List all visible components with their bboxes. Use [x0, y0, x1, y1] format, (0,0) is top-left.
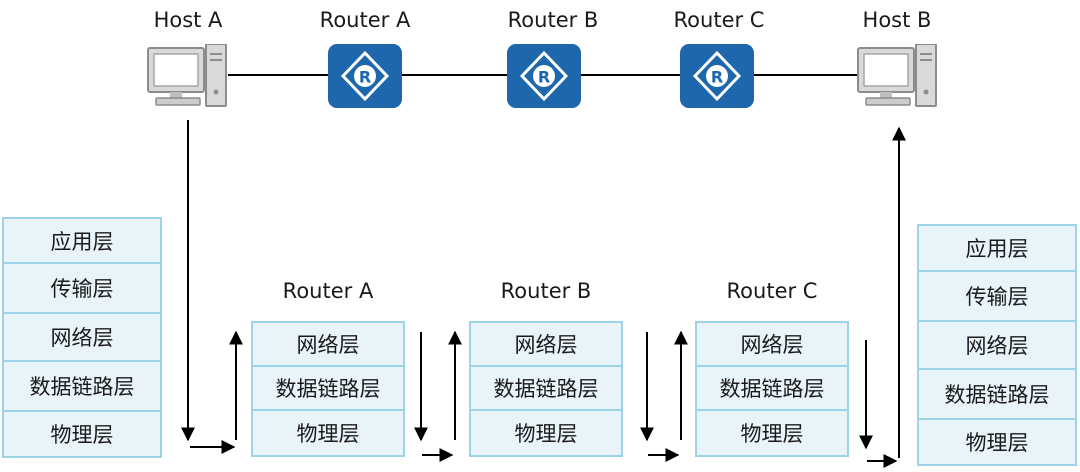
layer-data-link: 数据链路层 — [695, 367, 849, 411]
layer-network: 网络层 — [251, 321, 405, 367]
layer-network: 网络层 — [917, 322, 1077, 370]
router-icon: R — [680, 44, 754, 108]
svg-text:R: R — [359, 68, 371, 87]
layer-data-link: 数据链路层 — [469, 367, 623, 411]
layer-physical: 物理层 — [2, 412, 162, 458]
layer-network: 网络层 — [695, 321, 849, 367]
host-b-label: Host B — [862, 8, 932, 32]
layer-data-link: 数据链路层 — [2, 362, 162, 412]
layer-application: 应用层 — [2, 217, 162, 264]
computer-icon — [147, 44, 227, 107]
router-a-stack: 网络层 数据链路层 物理层 — [251, 321, 405, 457]
svg-text:R: R — [538, 68, 550, 87]
layer-physical: 物理层 — [695, 411, 849, 457]
layer-data-link: 数据链路层 — [917, 370, 1077, 420]
router-a-label: Router A — [319, 8, 411, 32]
host-a-label: Host A — [153, 8, 223, 32]
layer-application: 应用层 — [917, 224, 1077, 272]
layer-network: 网络层 — [2, 314, 162, 362]
layer-network: 网络层 — [469, 321, 623, 367]
router-b-stack: 网络层 数据链路层 物理层 — [469, 321, 623, 457]
router-a-stack-label: Router A — [282, 279, 374, 303]
router-b-stack-label: Router B — [500, 279, 592, 303]
layer-transport: 传输层 — [917, 272, 1077, 322]
router-b-label: Router B — [507, 8, 599, 32]
host-b-stack: 应用层 传输层 网络层 数据链路层 物理层 — [917, 224, 1077, 466]
layer-physical: 物理层 — [469, 411, 623, 457]
router-c-label: Router C — [673, 8, 765, 32]
layer-physical: 物理层 — [917, 420, 1077, 466]
router-c-stack: 网络层 数据链路层 物理层 — [695, 321, 849, 457]
router-icon: R — [507, 44, 581, 108]
layer-physical: 物理层 — [251, 411, 405, 457]
svg-text:R: R — [711, 68, 723, 87]
host-a-stack: 应用层 传输层 网络层 数据链路层 物理层 — [2, 217, 162, 458]
router-c-stack-label: Router C — [726, 279, 818, 303]
layer-data-link: 数据链路层 — [251, 367, 405, 411]
computer-icon — [857, 44, 937, 107]
layer-transport: 传输层 — [2, 264, 162, 314]
router-icon: R — [328, 44, 402, 108]
